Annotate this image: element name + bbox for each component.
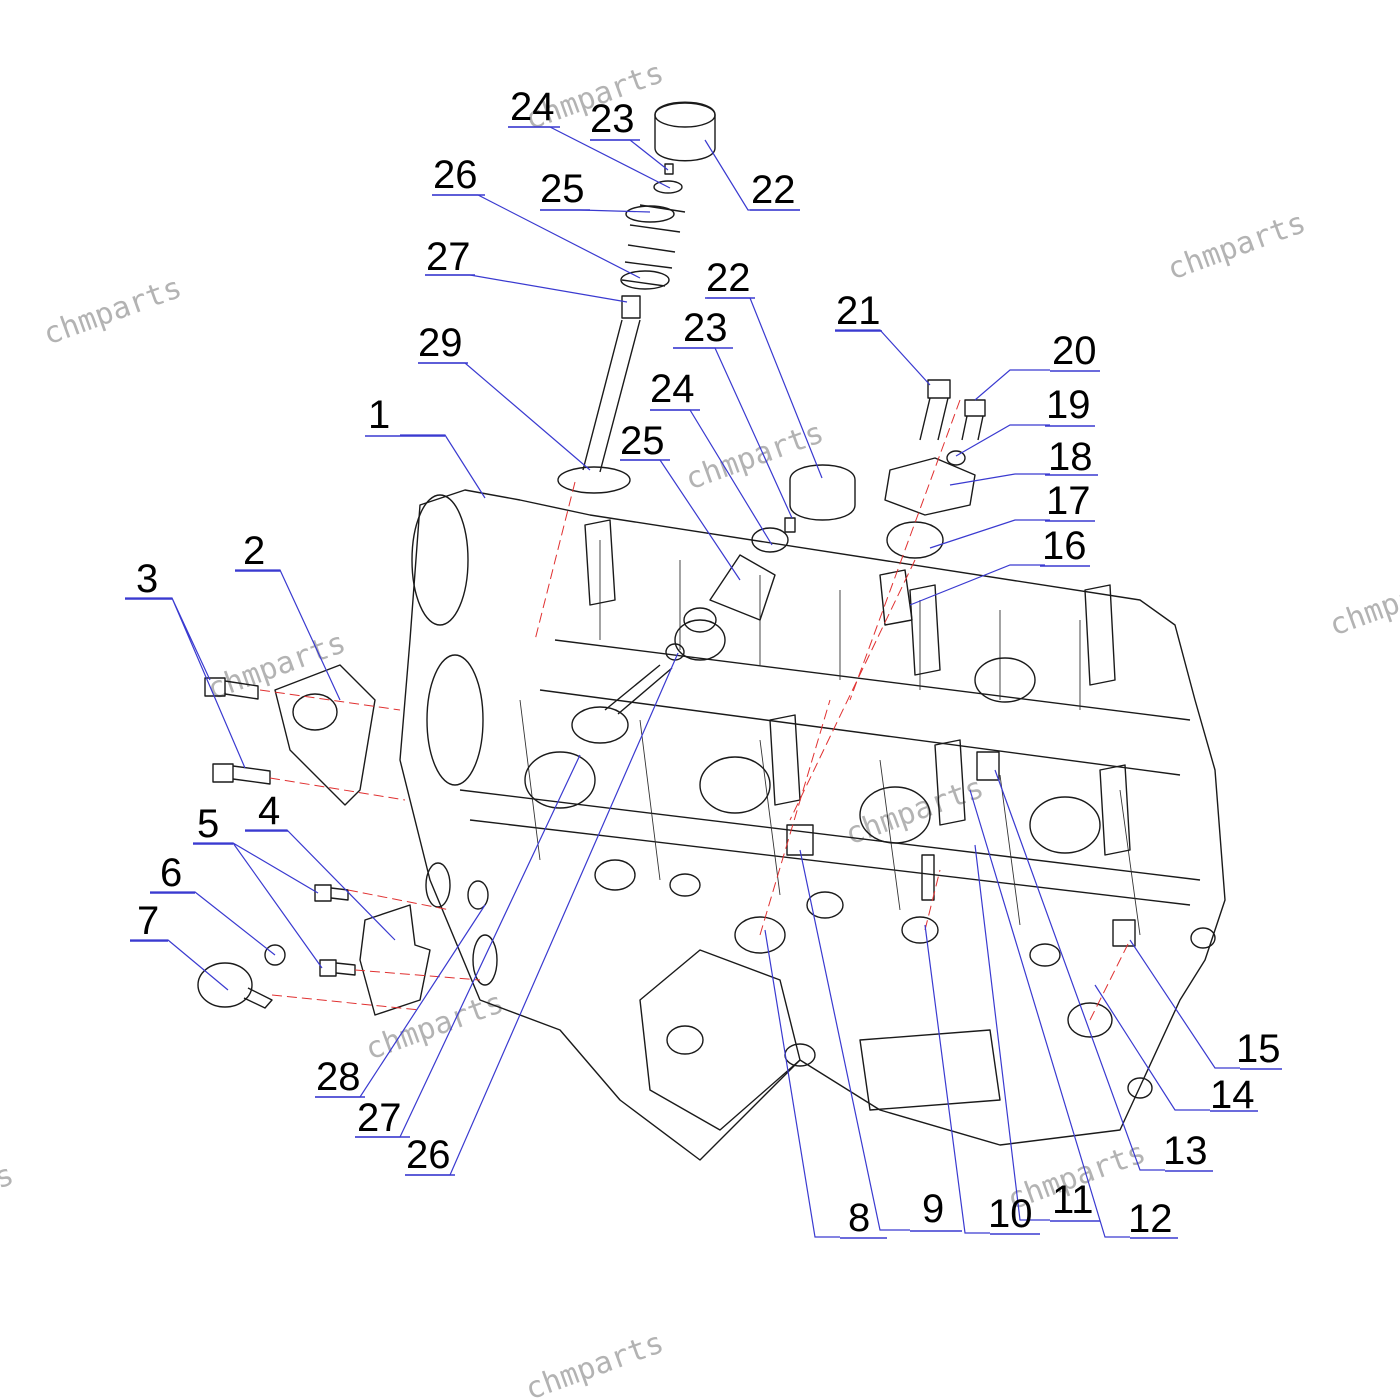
callout-23-mid: 23 bbox=[673, 306, 733, 350]
callout-18: 18 bbox=[1045, 435, 1098, 479]
callout-label: 7 bbox=[137, 899, 159, 943]
callout-2: 2 bbox=[235, 529, 280, 573]
callout-10: 10 bbox=[988, 1192, 1040, 1236]
callout-label: 27 bbox=[426, 235, 471, 279]
assembly-axes bbox=[259, 399, 1131, 1021]
callout-label: 29 bbox=[418, 321, 463, 365]
watermark-text: chmparts bbox=[1163, 205, 1311, 287]
callout-label: 10 bbox=[988, 1192, 1033, 1236]
callout-label: 25 bbox=[540, 167, 585, 211]
callout-8: 8 bbox=[840, 1196, 887, 1240]
callout-label: 3 bbox=[136, 557, 158, 601]
callout-label: 17 bbox=[1046, 479, 1091, 523]
watermark-text: chmparts bbox=[841, 770, 989, 852]
callout-label: 19 bbox=[1046, 383, 1091, 427]
callout-7: 7 bbox=[130, 899, 168, 943]
cylinder-head-body bbox=[399, 489, 1226, 1161]
callout-label: 1 bbox=[368, 393, 390, 437]
callout-11: 11 bbox=[1050, 1178, 1100, 1222]
callout-1: 1 bbox=[365, 393, 445, 437]
callout-label: 18 bbox=[1048, 435, 1093, 479]
callout-27-bottom: 27 bbox=[355, 1096, 410, 1140]
watermark-text: chmparts bbox=[681, 415, 829, 497]
callout-25-top: 25 bbox=[540, 167, 590, 211]
callout-label: 11 bbox=[1052, 1178, 1094, 1222]
callout-15: 15 bbox=[1236, 1027, 1282, 1071]
callout-label: 20 bbox=[1052, 329, 1097, 373]
callout-22-mid: 22 bbox=[705, 256, 755, 300]
callout-label: 12 bbox=[1128, 1197, 1173, 1241]
watermarks: chmparts chmparts chmparts chmparts chmp… bbox=[0, 55, 1400, 1400]
callout-label: 14 bbox=[1210, 1073, 1255, 1117]
callout-3: 3 bbox=[125, 557, 172, 601]
callout-17: 17 bbox=[1045, 479, 1095, 523]
leader-lines bbox=[125, 126, 1240, 1238]
callout-22-top: 22 bbox=[750, 168, 800, 212]
watermark-text: chmparts bbox=[0, 1157, 19, 1239]
callout-29: 29 bbox=[418, 321, 468, 365]
callout-label: 4 bbox=[258, 789, 280, 833]
callout-26-top: 26 bbox=[432, 153, 485, 197]
callout-label: 2 bbox=[243, 529, 265, 573]
callout-label: 23 bbox=[590, 97, 635, 141]
callout-16: 16 bbox=[1040, 524, 1090, 568]
callout-24-top: 24 bbox=[508, 85, 560, 129]
callout-23-top: 23 bbox=[590, 97, 640, 141]
callout-13: 13 bbox=[1163, 1129, 1213, 1173]
callout-9: 9 bbox=[910, 1187, 962, 1232]
callout-label: 8 bbox=[848, 1196, 870, 1240]
callout-label: 28 bbox=[316, 1055, 361, 1099]
callout-labels: 1 2 3 4 5 6 7 8 9 10 11 12 13 14 15 16 1… bbox=[125, 85, 1282, 1241]
callout-5: 5 bbox=[193, 802, 233, 846]
callout-20: 20 bbox=[1050, 329, 1100, 373]
callout-label: 26 bbox=[433, 153, 478, 197]
callout-label: 15 bbox=[1236, 1027, 1281, 1071]
callout-27-top: 27 bbox=[425, 235, 475, 279]
callout-label: 6 bbox=[160, 851, 182, 895]
callout-label: 9 bbox=[922, 1187, 944, 1231]
callout-label: 23 bbox=[683, 306, 728, 350]
callout-26-bottom: 26 bbox=[405, 1133, 455, 1177]
callout-label: 16 bbox=[1042, 524, 1087, 568]
callout-4: 4 bbox=[245, 789, 288, 833]
callout-label: 13 bbox=[1163, 1129, 1208, 1173]
side-brackets-fasteners bbox=[197, 664, 489, 1016]
exploded-valve-assembly bbox=[557, 101, 986, 744]
callout-24-mid: 24 bbox=[650, 367, 700, 411]
callout-19: 19 bbox=[1045, 383, 1095, 427]
watermark-text: chmparts bbox=[39, 270, 187, 352]
watermark-text: chmparts bbox=[1325, 561, 1400, 643]
callout-14: 14 bbox=[1210, 1073, 1258, 1117]
callout-label: 21 bbox=[836, 289, 881, 333]
callout-label: 22 bbox=[706, 256, 751, 300]
callout-6: 6 bbox=[150, 851, 195, 895]
callout-21: 21 bbox=[835, 289, 882, 333]
callout-label: 24 bbox=[510, 85, 555, 129]
callout-label: 5 bbox=[197, 802, 219, 846]
callout-label: 26 bbox=[406, 1133, 451, 1177]
callout-label: 24 bbox=[650, 367, 695, 411]
callout-12: 12 bbox=[1128, 1197, 1178, 1241]
callout-label: 27 bbox=[357, 1096, 402, 1140]
watermark-text: chmparts bbox=[361, 985, 509, 1067]
callout-label: 25 bbox=[620, 419, 665, 463]
watermark-text: chmparts bbox=[521, 1325, 669, 1400]
callout-25-mid: 25 bbox=[620, 419, 670, 463]
callout-label: 22 bbox=[751, 168, 796, 212]
callout-28: 28 bbox=[315, 1055, 365, 1099]
